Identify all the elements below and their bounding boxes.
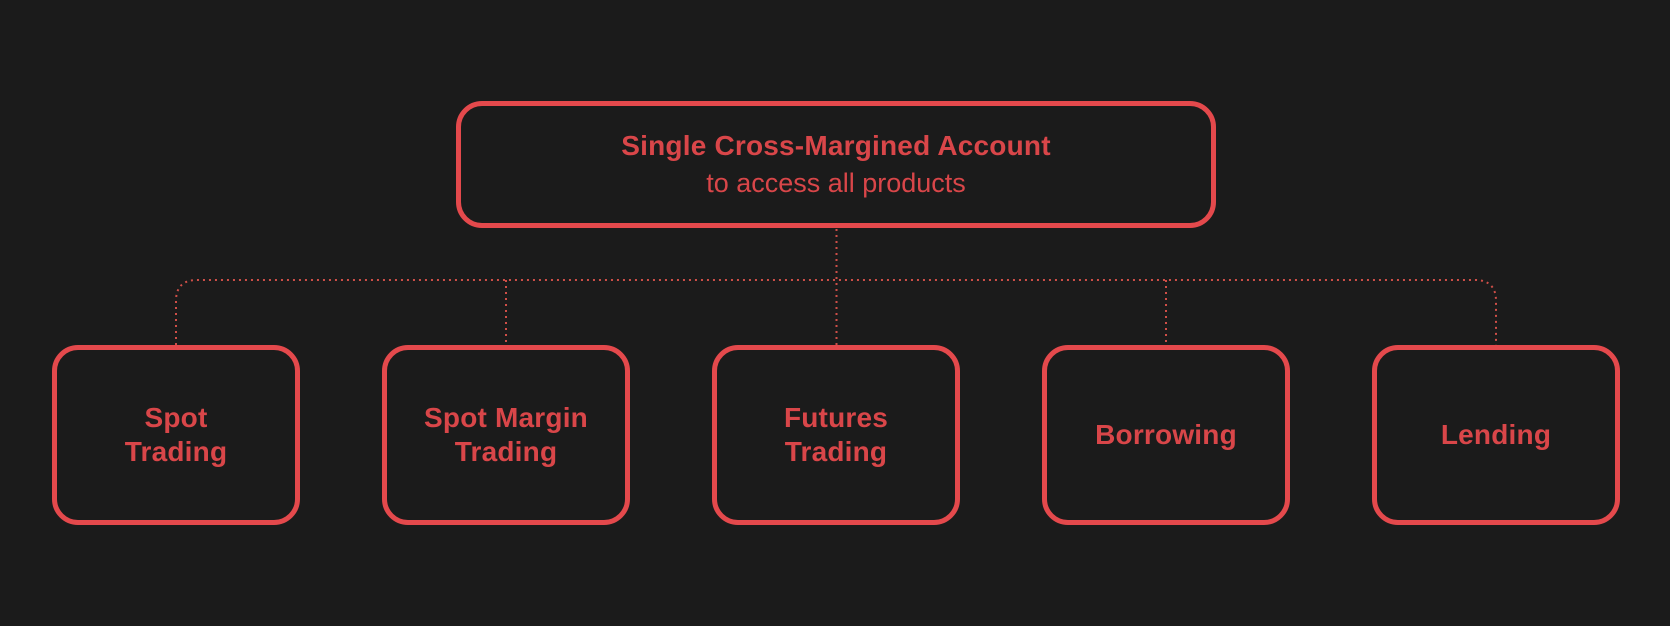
child-node-lending: Lending xyxy=(1372,345,1620,525)
child-node-spot-trading: Spot Trading xyxy=(52,345,300,525)
node-label: Spot Margin Trading xyxy=(424,402,588,467)
root-node-subtitle: to access all products xyxy=(706,167,966,198)
child-node-spot-margin-trading: Spot Margin Trading xyxy=(382,345,630,525)
root-node-title: Single Cross-Margined Account xyxy=(621,130,1051,162)
node-label: Borrowing xyxy=(1095,419,1237,450)
node-label: Lending xyxy=(1440,419,1552,450)
node-label: Spot Trading xyxy=(124,402,228,467)
root-node-single-cross-margined-account: Single Cross-Margined Account to access … xyxy=(456,101,1216,228)
child-node-futures-trading: Futures Trading xyxy=(712,345,960,525)
node-label: Futures Trading xyxy=(783,402,889,467)
child-node-borrowing: Borrowing xyxy=(1042,345,1290,525)
connector-rail xyxy=(175,279,1497,345)
